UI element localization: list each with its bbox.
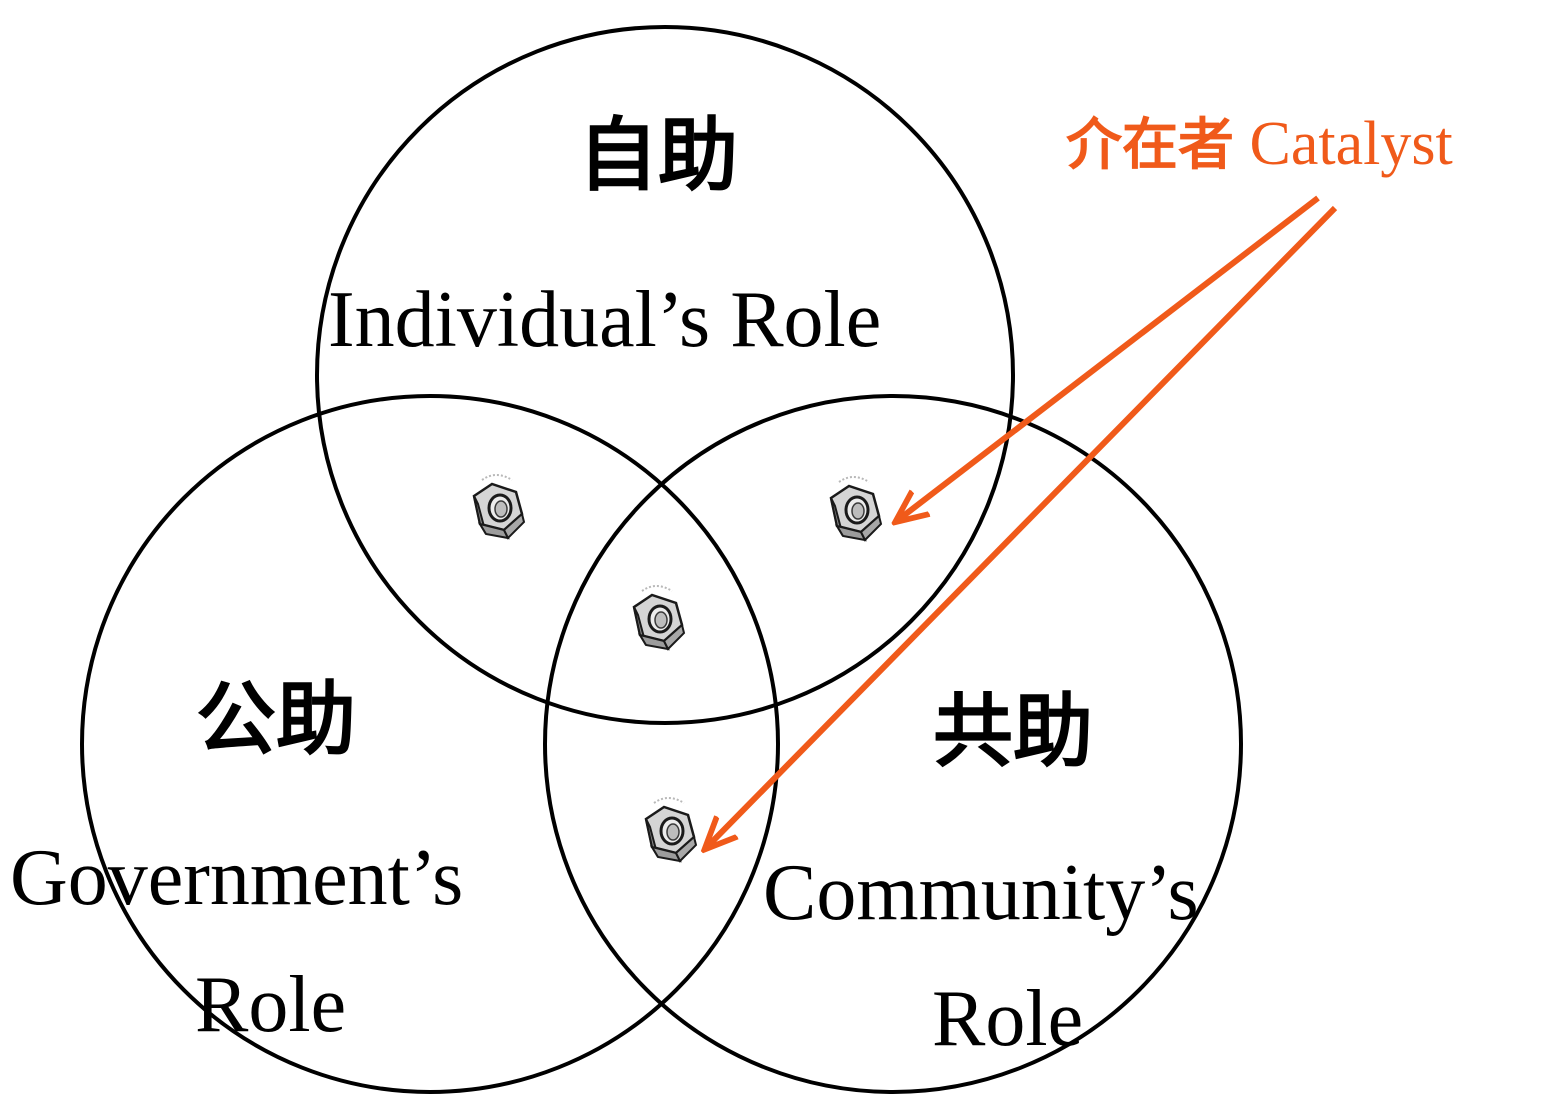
hex-nut-icon <box>829 475 883 542</box>
catalyst-arrow-government-community <box>707 205 1338 847</box>
circle-individual <box>315 25 1015 725</box>
label-catalyst-ja: 介在者 <box>1066 113 1234 178</box>
circle-government <box>80 394 780 1094</box>
label-individuals-role: Individual’s Role <box>328 276 882 364</box>
label-governments-role-line1: Government’s <box>10 834 464 922</box>
hex-nut-icon <box>644 796 698 863</box>
label-catalyst-en: Catalyst <box>1249 110 1453 178</box>
hex-nut-icon <box>472 473 526 540</box>
label-communitys-role-line1: Community’s <box>763 849 1199 937</box>
circle-community <box>543 394 1243 1094</box>
label-self-help: 自助 <box>578 109 738 202</box>
label-communitys-role-line2: Role <box>932 975 1084 1063</box>
label-mutual-help: 共助 <box>933 685 1093 778</box>
label-governments-role-line2: Role <box>195 961 347 1049</box>
label-public-help: 公助 <box>196 673 356 766</box>
catalyst-arrow-individual-community <box>898 195 1320 520</box>
label-catalyst: 介在者 Catalyst <box>1066 113 1453 175</box>
hex-nut-icon <box>632 584 686 651</box>
